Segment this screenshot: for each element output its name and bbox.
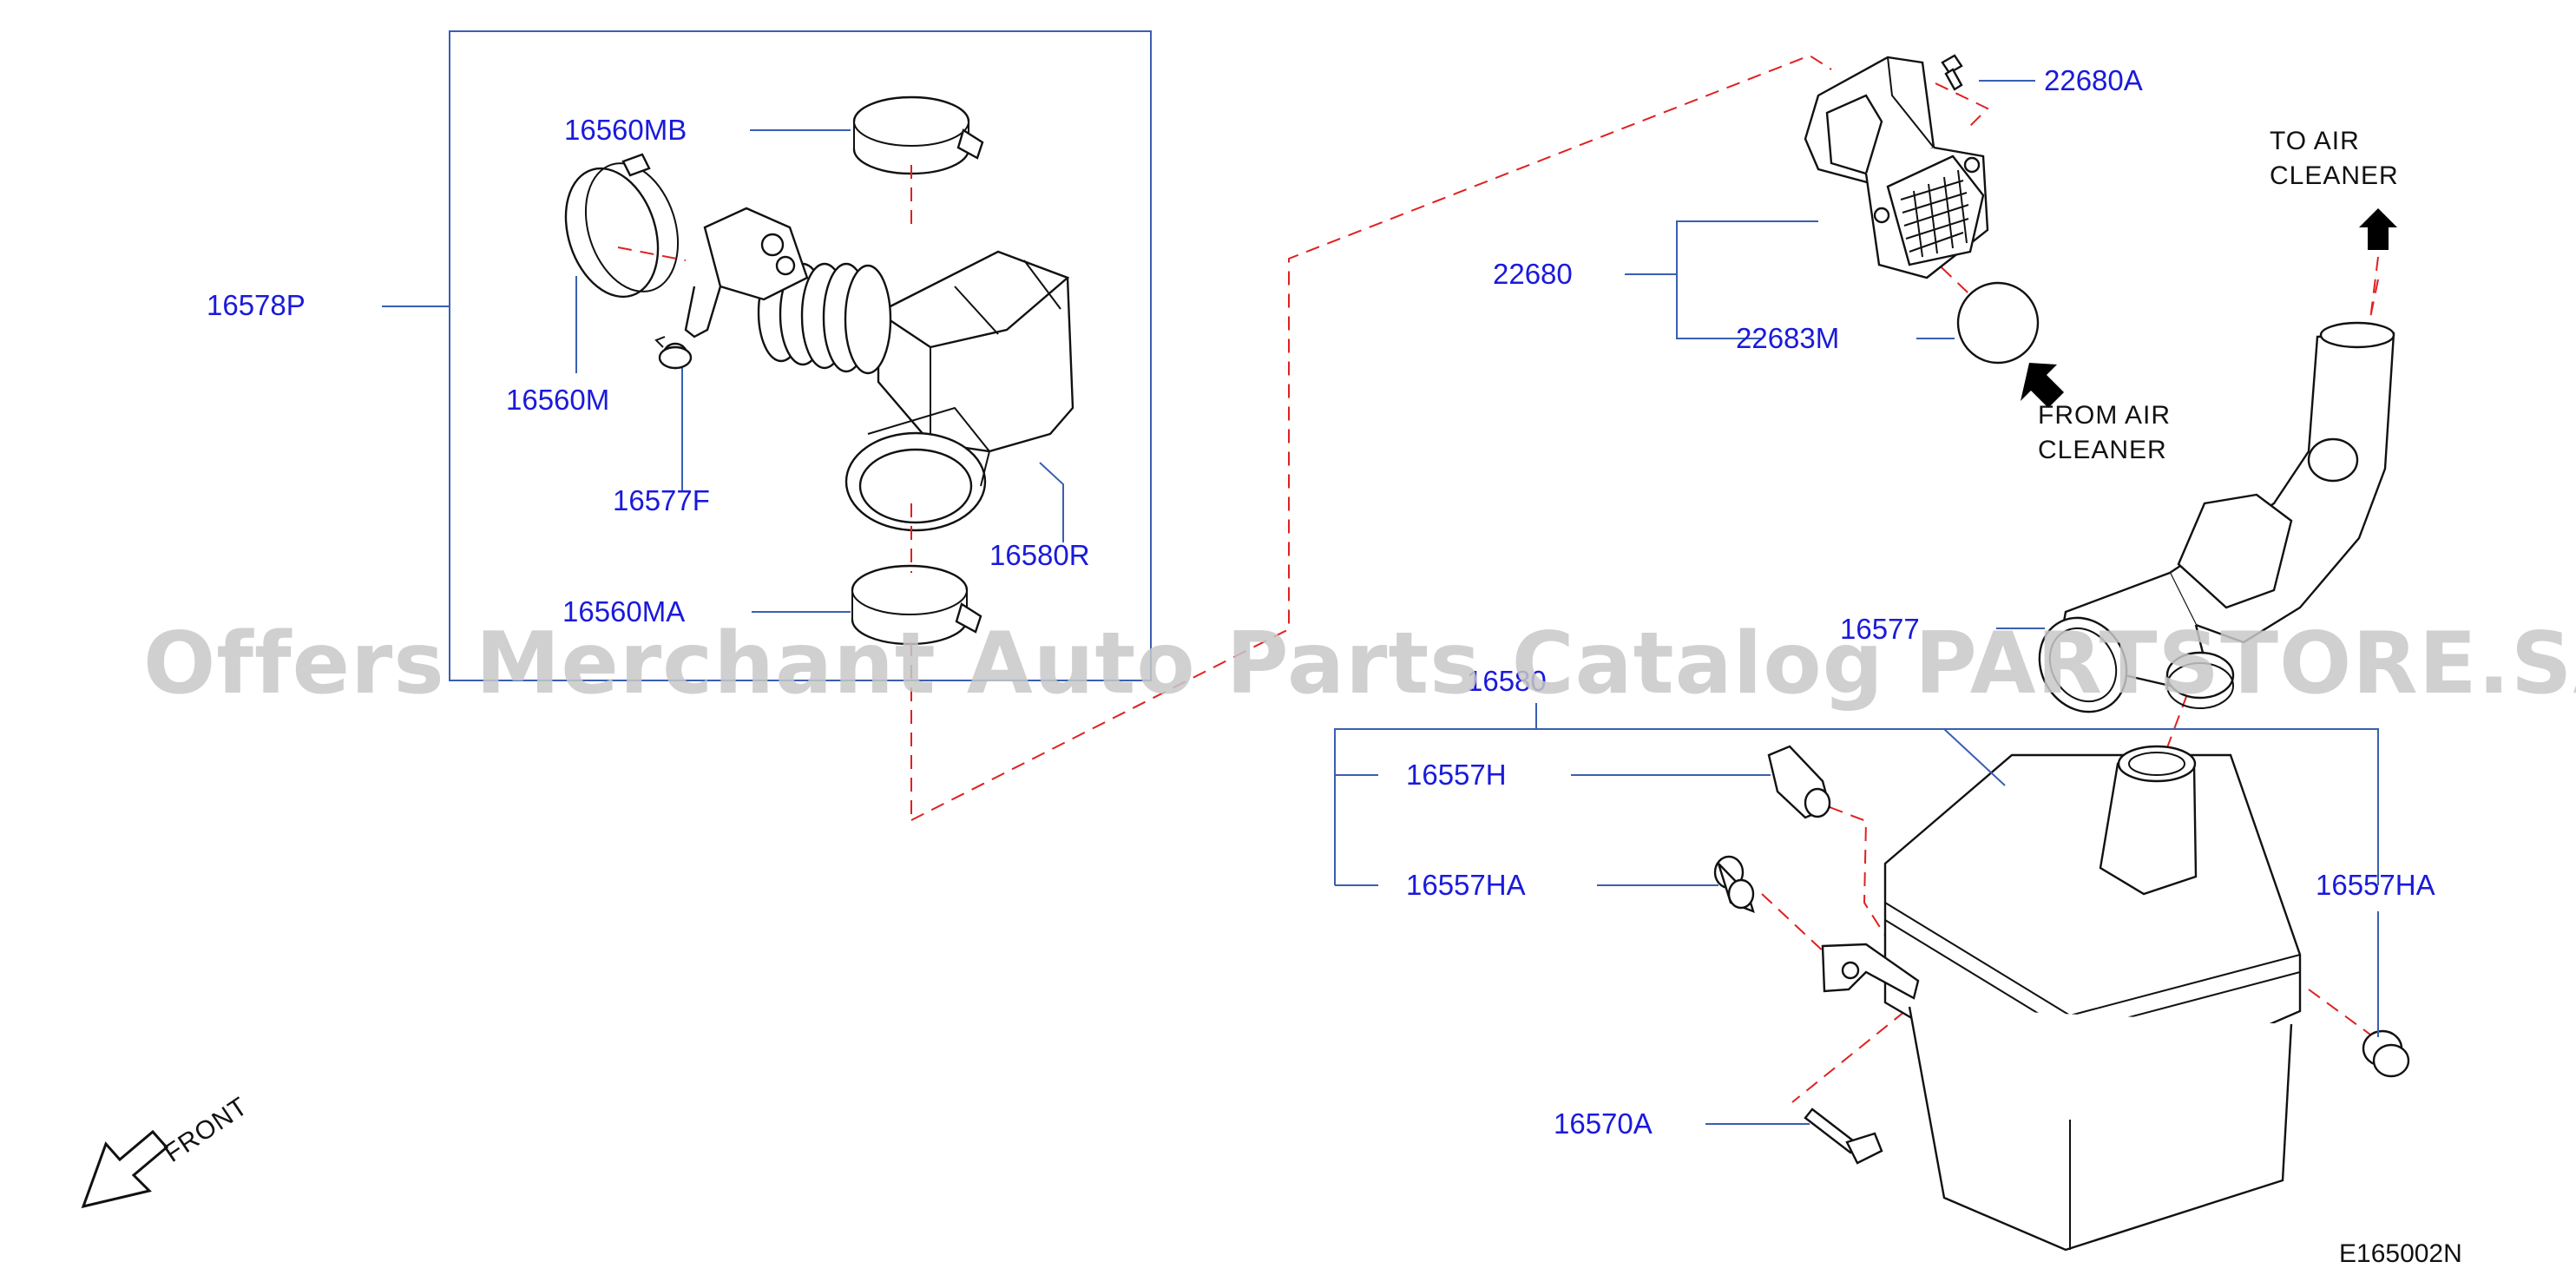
resonator-pipe (2038, 321, 2395, 713)
clamp-16560MA (851, 564, 982, 646)
callout-16557HA-left[interactable]: 16557HA (1406, 869, 1526, 901)
callout-16557HA-right[interactable]: 16557HA (2316, 869, 2435, 901)
assembly-box-16578P (382, 30, 1152, 681)
clamp-16560M (564, 153, 680, 299)
callout-16570A[interactable]: 16570A (1554, 1107, 1653, 1140)
note-from-air-cleaner-line2: CLEANER (2038, 436, 2167, 464)
clip-16577F (654, 336, 693, 370)
front-direction-arrow: FRONT (81, 1092, 253, 1209)
leader-lines-22680 (1625, 220, 1955, 339)
airflow-meter-22680 (1804, 56, 1989, 279)
watermark-text: Offers Merchant Auto Parts Catalog PARTS… (143, 614, 2576, 713)
resonator-box-16580 (1821, 745, 2302, 1252)
callout-22680[interactable]: 22680 (1493, 258, 1573, 290)
arrow-from-air-cleaner (2021, 363, 2064, 408)
leader-lines-resonator (1334, 703, 2379, 1125)
callout-16560MB[interactable]: 16560MB (564, 114, 687, 146)
gasket-22683M (1956, 281, 2040, 365)
callout-16578P[interactable]: 16578P (207, 289, 306, 321)
note-to-air-cleaner-line1: TO AIR (2270, 127, 2360, 155)
callout-16577[interactable]: 16577 (1840, 613, 1920, 645)
air-duct-16580R (661, 207, 1074, 532)
callout-16577F[interactable]: 16577F (613, 484, 710, 516)
bolt-16570A (1804, 1107, 1883, 1165)
front-label: FRONT (159, 1092, 253, 1168)
leader-lines-left (575, 129, 1064, 613)
callout-16580R[interactable]: 16580R (989, 539, 1090, 571)
callout-16580[interactable]: 16580 (1467, 665, 1547, 697)
callout-16560MA[interactable]: 16560MA (562, 595, 685, 628)
callout-16557H[interactable]: 16557H (1406, 759, 1507, 791)
grommet-16557HA-right (2362, 1029, 2410, 1078)
grommet-16557H (1767, 745, 1831, 819)
screw-22680A (1941, 54, 2035, 91)
callout-22680A[interactable]: 22680A (2044, 64, 2143, 96)
callout-16560M[interactable]: 16560M (506, 384, 609, 416)
note-from-air-cleaner-line1: FROM AIR (2038, 401, 2171, 430)
clamp-16560MB (852, 95, 984, 175)
callout-22683M[interactable]: 22683M (1736, 322, 1839, 354)
note-to-air-cleaner-line2: CLEANER (2270, 161, 2399, 190)
diagram-code: E165002N (2339, 1239, 2462, 1268)
arrow-to-air-cleaner (2359, 208, 2397, 313)
grommet-16557HA-left (1713, 855, 1755, 913)
